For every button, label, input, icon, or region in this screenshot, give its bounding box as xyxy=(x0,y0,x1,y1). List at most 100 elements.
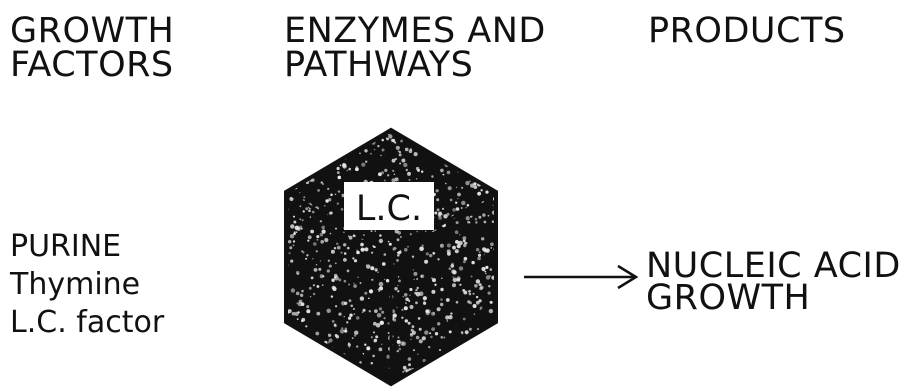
speckle-dot xyxy=(363,234,365,236)
speckle-dot xyxy=(475,221,478,224)
speckle-dot xyxy=(410,338,412,341)
speckle-dot xyxy=(335,147,338,150)
speckle-dot xyxy=(473,142,478,147)
speckle-dot xyxy=(317,134,322,139)
speckle-dot xyxy=(494,350,496,353)
speckle-dot xyxy=(492,142,496,146)
speckle-dot xyxy=(440,302,444,307)
speckle-dot xyxy=(365,160,368,163)
speckle-dot xyxy=(440,168,444,173)
speckle-dot xyxy=(372,354,375,358)
speckle-dot xyxy=(467,220,470,224)
speckle-dot xyxy=(423,144,426,147)
speckle-dot xyxy=(493,348,496,353)
speckle-dot xyxy=(299,293,304,297)
speckle-dot xyxy=(432,312,435,315)
speckle-dot xyxy=(326,308,331,313)
speckle-dot xyxy=(383,317,386,320)
speckle-dot xyxy=(339,329,345,334)
speckle-dot xyxy=(330,134,335,138)
speckle-dot xyxy=(355,141,360,146)
speckle-dot xyxy=(301,354,306,359)
speckle-dot xyxy=(299,171,301,174)
speckle-dot xyxy=(430,364,435,369)
speckle-dot xyxy=(422,358,426,363)
speckle-dot xyxy=(369,131,373,135)
speckle-dot xyxy=(443,336,446,339)
speckle-dot xyxy=(436,367,441,372)
speckle-dot xyxy=(421,170,424,173)
speckle-dot xyxy=(473,172,476,174)
speckle-dot xyxy=(305,325,308,328)
speckle-dot xyxy=(410,382,413,384)
speckle-dot xyxy=(443,214,448,219)
speckle-dot xyxy=(476,327,480,331)
speckle-dot xyxy=(296,318,299,320)
speckle-dot xyxy=(368,297,370,300)
speckle-dot xyxy=(315,157,318,161)
speckle-dot xyxy=(296,367,302,372)
speckle-dot xyxy=(461,364,466,369)
speckle-dot xyxy=(307,132,312,137)
speckle-dot xyxy=(407,321,411,325)
speckle-dot xyxy=(460,361,464,365)
speckle-dot xyxy=(290,288,296,293)
speckle-dot xyxy=(344,327,347,330)
speckle-dot xyxy=(416,230,419,233)
speckle-dot xyxy=(352,234,356,237)
speckle-dot xyxy=(479,308,481,311)
speckle-dot xyxy=(289,196,294,201)
speckle-dot xyxy=(361,311,364,313)
speckle-dot xyxy=(336,202,339,205)
speckle-dot xyxy=(462,358,467,364)
speckle-dot xyxy=(466,204,470,207)
speckle-dot xyxy=(351,337,354,339)
speckle-dot xyxy=(341,301,346,306)
speckle-dot xyxy=(311,210,315,214)
speckle-dot xyxy=(339,365,341,368)
speckle-dot xyxy=(440,298,443,301)
speckle-dot xyxy=(444,355,447,358)
speckle-dot xyxy=(417,353,419,355)
speckle-dot xyxy=(455,240,459,244)
speckle-dot xyxy=(397,290,400,293)
speckle-dot xyxy=(491,181,495,185)
speckle-dot xyxy=(478,283,482,287)
speckle-dot xyxy=(361,162,366,167)
speckle-dot xyxy=(412,269,415,271)
speckle-dot xyxy=(478,251,481,254)
speckle-dot xyxy=(418,339,423,344)
speckle-dot xyxy=(343,360,348,365)
speckle-dot xyxy=(415,291,421,297)
speckle-dot xyxy=(286,163,290,167)
speckle-dot xyxy=(322,348,327,353)
speckle-dot xyxy=(310,276,314,280)
speckle-dot xyxy=(369,132,372,135)
speckle-dot xyxy=(420,274,425,279)
speckle-dot xyxy=(348,167,351,171)
speckle-dot xyxy=(450,264,455,268)
speckle-dot xyxy=(317,189,320,192)
speckle-dot xyxy=(429,253,433,258)
speckle-dot xyxy=(289,246,293,250)
speckle-dot xyxy=(312,346,317,350)
speckle-dot xyxy=(307,239,310,242)
speckle-dot xyxy=(454,230,459,234)
speckle-dot xyxy=(333,130,336,134)
speckle-dot xyxy=(415,288,418,292)
speckle-dot xyxy=(311,144,314,147)
speckle-dot xyxy=(487,150,492,154)
speckle-dot xyxy=(330,249,335,254)
speckle-dot xyxy=(362,352,365,355)
speckle-dot xyxy=(481,371,483,373)
speckle-dot xyxy=(432,278,436,283)
speckle-dot xyxy=(411,255,415,258)
speckle-dot xyxy=(405,297,409,302)
speckle-dot xyxy=(388,133,390,136)
speckle-dot xyxy=(387,174,390,177)
speckle-dot xyxy=(295,291,300,296)
speckle-dot xyxy=(469,180,471,182)
speckle-dot xyxy=(299,218,301,220)
product-text: NUCLEIC ACID GROWTH xyxy=(646,249,901,316)
speckle-dot xyxy=(483,253,485,255)
